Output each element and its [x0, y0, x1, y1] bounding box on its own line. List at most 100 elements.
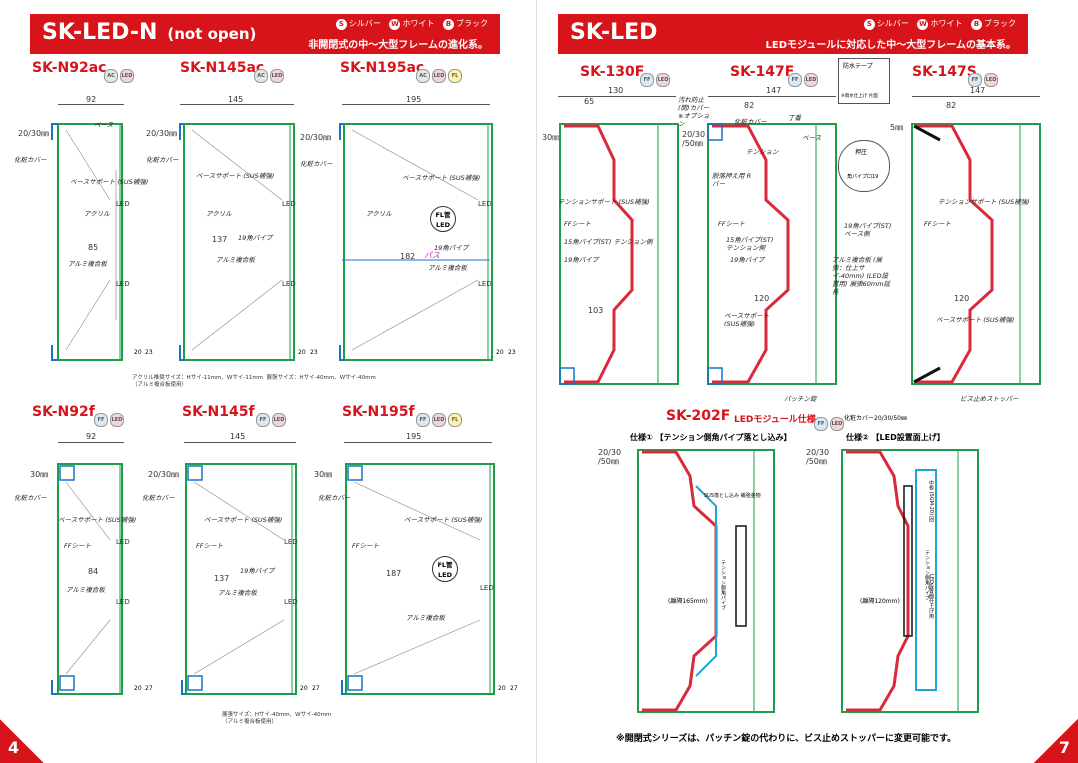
- model-title: SK-130F: [580, 64, 645, 80]
- color-label: ホワイト: [930, 19, 963, 28]
- led-badge: LED: [432, 69, 446, 83]
- cover-note: 化粧カバー20/30/50㎜: [844, 415, 907, 422]
- ff-badge: FF: [256, 413, 270, 427]
- callout-label: 角パイプ口19: [847, 174, 879, 180]
- frame-drawing-n145f: [181, 463, 297, 695]
- callout-label: ※雨水仕上げ 片面: [841, 94, 878, 99]
- frame-drawing-sk147f: [707, 123, 837, 385]
- fl-badge: FL: [448, 69, 462, 83]
- part-label: 丁番: [788, 114, 801, 122]
- inner-dimension: 182: [400, 252, 416, 261]
- inner-dimension: 85: [88, 243, 99, 252]
- dimension-line: [58, 442, 124, 443]
- white-icon: W: [917, 19, 929, 30]
- ac-badge: AC: [104, 69, 118, 83]
- part-label: 化粧カバー: [146, 156, 179, 164]
- color-label: ブラック: [984, 19, 1016, 28]
- led-badge: LED: [270, 69, 284, 83]
- part-label: ベースサポート (SUS補強): [402, 174, 481, 182]
- part-label: 汚れ防止(間)カバー ※オプション: [678, 96, 710, 128]
- fl-led-marker: FL管 LED: [432, 556, 458, 582]
- model-title: SK-N92f: [32, 404, 95, 420]
- part-label: 15角パイプ(ST) テンション側: [564, 238, 653, 246]
- part-label: ベースサポート (SUS補強): [58, 516, 137, 524]
- inner-dimension: 84: [88, 567, 99, 576]
- frame-drawing-sk202f-v1: [637, 449, 775, 713]
- part-label: FFシート: [718, 220, 745, 228]
- inner-dimension: 103: [588, 306, 604, 315]
- part-label: FFシート: [64, 542, 91, 550]
- footnote-top: アクリル推奨サイズ：Hサイ-11mm、Wサイ-11mm 展張サイズ：Hサイ-40…: [132, 375, 376, 388]
- part-label: 化粧カバー: [142, 494, 175, 502]
- part-label: アルミ複合板: [68, 260, 107, 268]
- frame-drawing-sk147s: [911, 123, 1041, 385]
- top-dimension: 20/30㎜: [146, 129, 178, 138]
- black-icon: B: [443, 19, 454, 30]
- part-label: LED設置面仕上げ用: [928, 574, 934, 619]
- part-label: ベースサポート (SUS補強): [404, 516, 483, 524]
- part-label: 19角パイプ: [238, 234, 273, 242]
- bottom-dim: 23: [145, 349, 153, 356]
- ff-badge: FF: [640, 73, 654, 87]
- width-dimension: 130: [608, 86, 624, 95]
- frame-drawing-n92f: [51, 463, 123, 695]
- bottom-dim: 20: [134, 685, 142, 692]
- spacing-label: (離隔165mm): [668, 598, 708, 605]
- top-dimension: 30㎜: [314, 470, 333, 479]
- callout-label: 防水テープ: [843, 63, 873, 70]
- part-label: ベースサポート (SUS補強): [196, 172, 275, 180]
- model-title: SK-N195f: [342, 404, 415, 420]
- led-badge: LED: [120, 69, 134, 83]
- led-badge: LED: [432, 413, 446, 427]
- part-label: ベースサポート (SUS補強): [70, 178, 149, 186]
- ff-badge: FF: [788, 73, 802, 87]
- part-label: FFシート: [352, 542, 379, 550]
- width-dimension: 195: [406, 432, 422, 441]
- page-number-right: 7: [1034, 719, 1078, 763]
- sub-width-dimension: 65: [584, 97, 595, 106]
- bottom-dim: 20: [496, 349, 504, 356]
- part-label: 化粧カバー: [300, 160, 333, 168]
- part-label: 19角パイプ: [564, 256, 599, 264]
- bottom-note: ※開閉式シリーズは、パッチン錠の代わりに、ビス止めストッパーに変更可能です。: [616, 734, 957, 744]
- led-label: LED: [284, 598, 298, 606]
- white-icon: W: [389, 19, 401, 30]
- part-label: テンションサポート (SUS補強): [938, 198, 1030, 206]
- part-label: アクリル: [366, 210, 392, 218]
- frame-drawing-n195ac: [339, 123, 493, 361]
- top-dimension: 20/30 /50㎜: [598, 448, 622, 466]
- ff-badge: FF: [968, 73, 982, 87]
- dimension-line: [184, 442, 296, 443]
- left-title: SK-LED-N(not open): [42, 20, 257, 45]
- page-number-text: 4: [8, 738, 20, 757]
- frame-drawing-n92ac: [51, 123, 123, 361]
- fl-led-marker: FL管 LED: [430, 206, 456, 232]
- led-label: LED: [116, 280, 130, 288]
- led-label: LED: [282, 200, 296, 208]
- part-label: 化粧カバー: [734, 118, 767, 126]
- led-label: LED: [480, 584, 494, 592]
- model-title: SK-N195ac: [340, 60, 425, 76]
- part-label: 19角パイプ(ST) ベース側: [844, 222, 892, 238]
- dimension-line: [708, 96, 836, 97]
- led-label: LED: [284, 538, 298, 546]
- part-label: 15角パイプ(ST) テンション側: [726, 236, 774, 252]
- width-dimension: 147: [766, 86, 782, 95]
- variant-title: 仕様① 【テンション側角パイプ落とし込み】: [630, 433, 792, 442]
- led-badge: LED: [984, 73, 998, 87]
- model-title: SK-202F: [666, 408, 731, 424]
- callout-label: 押圧: [855, 149, 868, 156]
- part-label: 中板 (SGM-20) 固: [928, 480, 934, 522]
- dimension-line: [58, 104, 124, 105]
- part-label: テンション: [746, 148, 779, 156]
- part-label: アルミ複合板: [218, 589, 257, 597]
- sk202-subtitle: LEDモジュール仕様: [734, 415, 816, 425]
- top-dimension: 30㎜: [30, 470, 49, 479]
- led-label: LED: [116, 538, 130, 546]
- part-label: 19角パイプ: [730, 256, 765, 264]
